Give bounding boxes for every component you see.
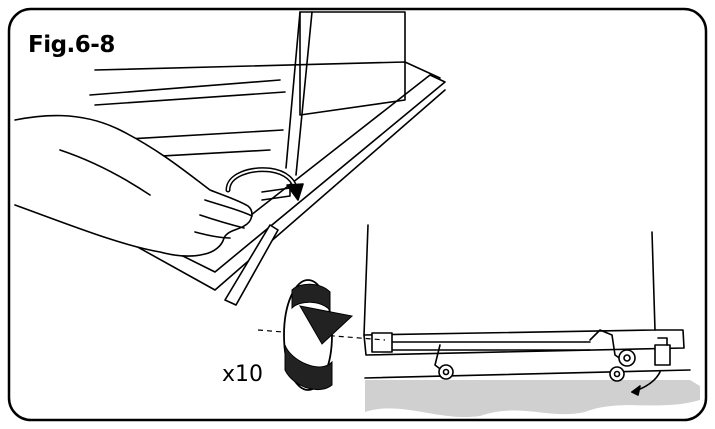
rotation-arrow-icon	[283, 279, 354, 391]
base-rail	[363, 329, 685, 356]
foot-adjust-arrowhead	[631, 385, 641, 396]
caster-left	[434, 344, 454, 380]
rotation-count-label: x10	[222, 362, 264, 387]
floor-area	[365, 380, 700, 418]
detail-rotation-arrowhead	[286, 183, 304, 201]
arm-shape	[14, 114, 253, 257]
outer-border	[7, 7, 708, 422]
detail-rotation-arrow-inner	[227, 168, 297, 193]
adjuster-bolt	[261, 187, 291, 201]
left-bracket	[371, 332, 393, 353]
floor-line	[364, 369, 691, 379]
plinth-top-edge	[94, 61, 441, 79]
leveling-foot-icon	[654, 337, 671, 366]
detail-cabinet-base-view	[363, 224, 700, 418]
caster-right	[589, 329, 636, 382]
figure-label: Fig.6-8	[28, 32, 115, 58]
detail-hand-turning-view	[14, 11, 446, 306]
cabinet-body	[363, 224, 656, 336]
kick-plate	[224, 224, 279, 306]
finger-lines	[59, 149, 253, 239]
plinth-lines	[89, 79, 286, 161]
base-rod	[379, 341, 591, 351]
cabinet-side-edge	[285, 11, 313, 176]
